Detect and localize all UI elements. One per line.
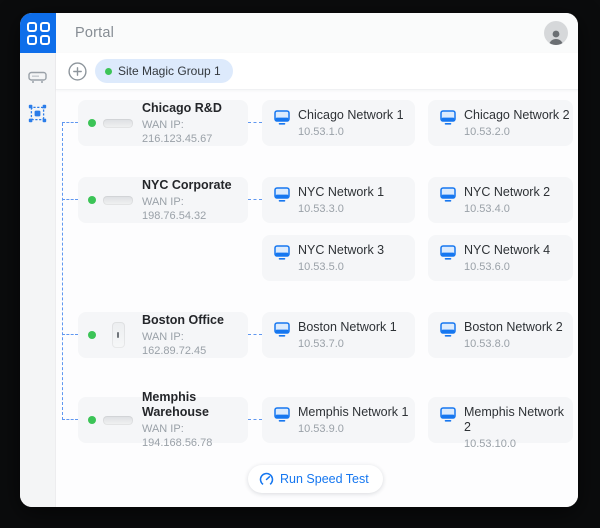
- network-subnet: 10.53.1.0: [298, 126, 344, 138]
- connector-vertical-line: [62, 123, 63, 420]
- network-name: NYC Network 3: [298, 243, 385, 257]
- site-wan-ip: WAN IP: 194.168.56.78: [142, 423, 213, 449]
- network-subnet: 10.53.3.0: [298, 203, 344, 215]
- site-name: Memphis Warehouse: [142, 390, 209, 419]
- plus-circle-icon: [68, 61, 87, 81]
- network-monitor-icon: [440, 187, 456, 202]
- speed-test-label: Run Speed Test: [280, 472, 369, 486]
- run-speed-test-button[interactable]: Run Speed Test: [248, 465, 383, 493]
- network-subnet: 10.53.10.0: [464, 438, 516, 450]
- gateway-device-image: [103, 118, 133, 128]
- network-card[interactable]: NYC Network 1 10.53.3.0: [262, 177, 415, 223]
- site-name: NYC Corporate: [142, 177, 232, 192]
- network-card[interactable]: Boston Network 1 10.53.7.0: [262, 312, 415, 358]
- person-icon: [549, 30, 563, 45]
- network-name: Memphis Network 2: [464, 405, 565, 434]
- connector-stub: [248, 419, 262, 420]
- user-avatar[interactable]: [544, 21, 568, 45]
- connector-stub: [62, 419, 78, 420]
- site-card-nyc[interactable]: NYC Corporate WAN IP: 198.76.54.32: [78, 177, 248, 223]
- network-name: Memphis Network 1: [298, 405, 409, 419]
- network-monitor-icon: [440, 110, 456, 125]
- site-wan-ip: WAN IP: 198.76.54.32: [142, 195, 207, 222]
- sidebar: [20, 53, 56, 507]
- network-card[interactable]: NYC Network 2 10.53.4.0: [428, 177, 573, 223]
- site-card-memphis[interactable]: Memphis Warehouse WAN IP: 194.168.56.78: [78, 390, 248, 449]
- network-name: Chicago Network 2: [464, 108, 570, 122]
- network-subnet: 10.53.5.0: [298, 261, 344, 273]
- network-monitor-icon: [274, 245, 290, 260]
- portal-window: Portal: [20, 13, 578, 507]
- network-monitor-icon: [440, 407, 456, 422]
- group-status-dot: [105, 67, 112, 75]
- network-monitor-icon: [274, 407, 290, 422]
- network-name: NYC Network 1: [298, 185, 385, 199]
- header-bar: Portal: [56, 13, 578, 54]
- network-name: Chicago Network 1: [298, 108, 404, 122]
- group-tab-bar: Site Magic Group 1: [56, 53, 578, 90]
- speedometer-icon: [259, 472, 274, 486]
- connector-stub: [248, 334, 262, 335]
- app-grid-icon: [26, 21, 50, 45]
- site-card-chicago[interactable]: Chicago R&D WAN IP: 216.123.45.67: [78, 100, 248, 146]
- console-device-icon: [28, 71, 47, 83]
- site-wan-ip: WAN IP: 216.123.45.67: [142, 118, 213, 145]
- network-name: NYC Network 2: [464, 185, 551, 199]
- network-card[interactable]: NYC Network 3 10.53.5.0: [262, 235, 415, 281]
- sidebar-item-site-magic[interactable]: [28, 103, 48, 123]
- gateway-device-image: [103, 415, 133, 425]
- network-subnet: 10.53.6.0: [464, 261, 510, 273]
- network-subnet: 10.53.4.0: [464, 203, 510, 215]
- network-monitor-icon: [274, 110, 290, 125]
- network-subnet: 10.53.8.0: [464, 338, 510, 350]
- group-tab-label: Site Magic Group 1: [118, 64, 221, 78]
- connector-stub: [248, 199, 262, 200]
- network-card[interactable]: Memphis Network 1 10.53.9.0: [262, 397, 415, 443]
- add-group-button[interactable]: [68, 61, 87, 81]
- site-name: Chicago R&D: [142, 100, 222, 115]
- network-monitor-icon: [440, 322, 456, 337]
- network-name: Boston Network 2: [464, 320, 563, 334]
- site-status-dot: [88, 119, 96, 127]
- network-monitor-icon: [440, 245, 456, 260]
- network-subnet: 10.53.2.0: [464, 126, 510, 138]
- app-logo[interactable]: [20, 13, 56, 53]
- tab-site-magic-group-1[interactable]: Site Magic Group 1: [95, 59, 233, 83]
- site-magic-icon: [28, 104, 47, 122]
- site-wan-ip: WAN IP: 162.89.72.45: [142, 330, 207, 357]
- gateway-device-image: [103, 322, 133, 348]
- network-card[interactable]: Boston Network 2 10.53.8.0: [428, 312, 573, 358]
- connector-stub: [62, 199, 78, 200]
- sidebar-item-devices[interactable]: [28, 67, 48, 87]
- network-subnet: 10.53.7.0: [298, 338, 344, 350]
- site-status-dot: [88, 196, 96, 204]
- network-monitor-icon: [274, 322, 290, 337]
- site-status-dot: [88, 416, 96, 424]
- network-card[interactable]: Memphis Network 2 10.53.10.0: [428, 397, 573, 450]
- network-subnet: 10.53.9.0: [298, 423, 344, 435]
- network-card[interactable]: Chicago Network 2 10.53.2.0: [428, 100, 573, 146]
- network-card[interactable]: NYC Network 4 10.53.6.0: [428, 235, 573, 281]
- network-card[interactable]: Chicago Network 1 10.53.1.0: [262, 100, 415, 146]
- connector-stub: [62, 122, 78, 123]
- gateway-device-image: [103, 195, 133, 205]
- site-name: Boston Office: [142, 312, 224, 327]
- page-title: Portal: [75, 25, 115, 41]
- network-monitor-icon: [274, 187, 290, 202]
- connector-stub: [62, 334, 78, 335]
- connector-stub: [248, 122, 262, 123]
- topology-canvas: Chicago R&D WAN IP: 216.123.45.67 Chicag…: [56, 89, 578, 507]
- network-name: Boston Network 1: [298, 320, 397, 334]
- network-name: NYC Network 4: [464, 243, 551, 257]
- site-card-boston[interactable]: Boston Office WAN IP: 162.89.72.45: [78, 312, 248, 358]
- site-status-dot: [88, 331, 96, 339]
